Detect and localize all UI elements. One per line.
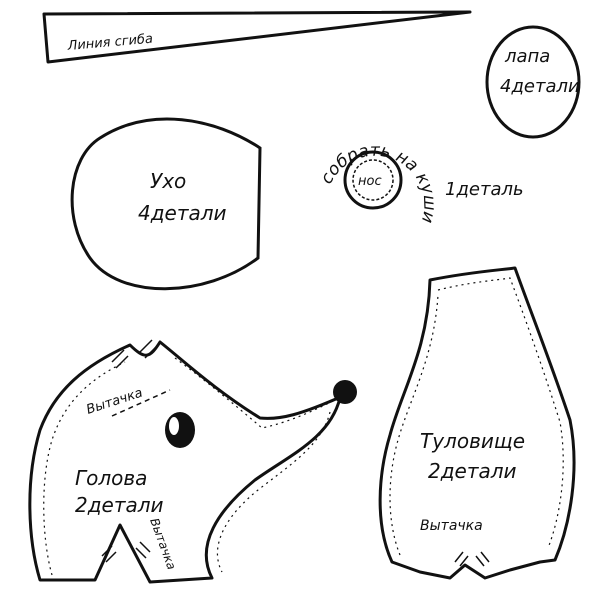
nose-arc-label: собрать на кушин (0, 0, 440, 225)
head-piece: Вытачка Голова 2детали Вытачка (28, 339, 357, 584)
head-count-label: 2детали (75, 493, 164, 517)
head-seam-top (174, 357, 336, 429)
body-label: Туловище (420, 429, 525, 453)
body-dart-label: Вытачка (420, 518, 483, 534)
ear-label: Ухо (150, 169, 186, 193)
head-dart-bottom-marks (101, 541, 151, 563)
body-piece: Туловище 2детали Вытачка (378, 266, 576, 580)
head-label: Голова (75, 466, 147, 490)
head-nose-dot (333, 380, 357, 404)
ear-outline (70, 117, 262, 291)
body-seam-right (437, 277, 564, 549)
body-outline (378, 266, 576, 580)
body-count-label: 2детали (428, 459, 517, 483)
paw-piece: лапа 4детали (485, 25, 581, 139)
head-seam-left (43, 361, 126, 576)
paw-outline (485, 25, 581, 139)
head-eye (165, 412, 195, 448)
fold-strip-outline (42, 10, 472, 64)
head-dart-bottom-label: Вытачка (147, 516, 179, 571)
paw-count-label: 4детали (500, 76, 580, 97)
ear-count-label: 4детали (138, 201, 227, 225)
head-dart-top-line (111, 389, 171, 417)
head-dart-top-label: Вытачка (85, 386, 145, 418)
ear-piece: Ухо 4детали (70, 117, 262, 291)
nose-arc-text: собрать на кушин (0, 0, 440, 225)
nose-gather-line (352, 159, 394, 201)
head-eye-highlight (169, 417, 179, 435)
body-dart-marks (454, 551, 490, 567)
body-seam-left (389, 294, 439, 556)
nose-piece: нос собрать на кушин 1деталь (0, 0, 524, 225)
fold-strip-piece: Линия сгиба (42, 10, 472, 64)
head-seam-right (216, 411, 331, 573)
nose-count-label: 1деталь (445, 179, 524, 200)
paw-label: лапа (504, 46, 550, 67)
head-dart-top-marks (111, 339, 158, 369)
nose-outline (343, 150, 403, 210)
nose-center-label: нос (358, 174, 382, 189)
head-outline (28, 340, 347, 584)
